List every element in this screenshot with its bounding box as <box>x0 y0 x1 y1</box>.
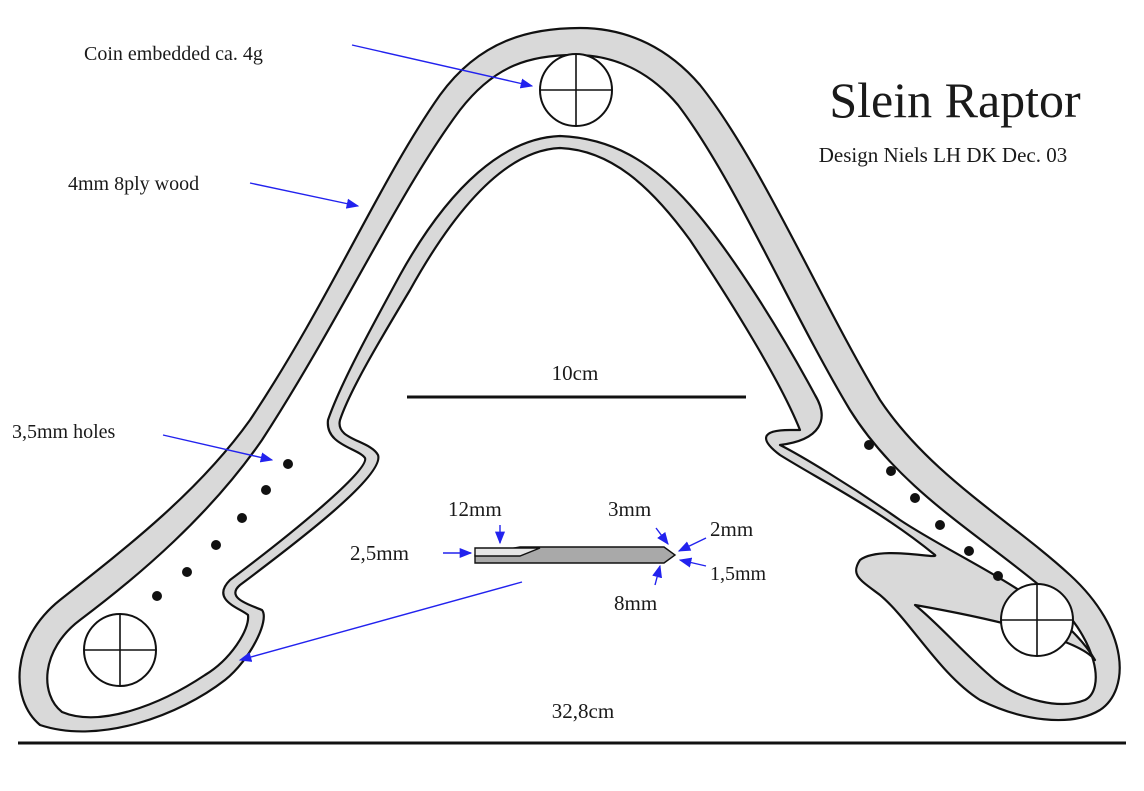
profile-edge-right-arrow <box>677 537 707 552</box>
coin-label: Coin embedded ca. 4g <box>84 43 263 65</box>
holes-leader-arrow <box>162 434 274 463</box>
coin-left <box>83 613 157 687</box>
wood-leader-arrow <box>249 182 360 209</box>
wood-label: 4mm 8ply wood <box>68 173 199 195</box>
airfoil-profile <box>474 546 677 564</box>
scale-bar-label: 10cm <box>552 361 599 385</box>
profile-width-left-label: 12mm <box>448 497 502 521</box>
profile-edge-right-label: 2mm <box>710 517 753 541</box>
holes-label: 3,5mm holes <box>12 421 116 443</box>
profile-width-right-arrow <box>652 564 662 586</box>
profile-bevel-right-arrow <box>655 527 669 546</box>
profile-tip-right-label: 1,5mm <box>710 563 767 585</box>
profile-thickness-left-label: 2,5mm <box>350 541 409 565</box>
profile-section-arrow <box>238 581 523 662</box>
holes-left <box>152 459 293 601</box>
profile-bevel-right-label: 3mm <box>608 497 651 521</box>
holes-right <box>864 440 1003 581</box>
profile-tip-right-arrow <box>678 557 707 568</box>
profile-width-right-label: 8mm <box>614 591 657 615</box>
diagram-subtitle: Design Niels LH DK Dec. 03 <box>819 143 1067 167</box>
diagram-title: Slein Raptor <box>829 72 1081 128</box>
coin-top <box>539 53 613 127</box>
coin-right <box>1000 583 1074 657</box>
coin-leader-arrow <box>351 44 534 89</box>
overall-span-label: 32,8cm <box>552 699 614 723</box>
